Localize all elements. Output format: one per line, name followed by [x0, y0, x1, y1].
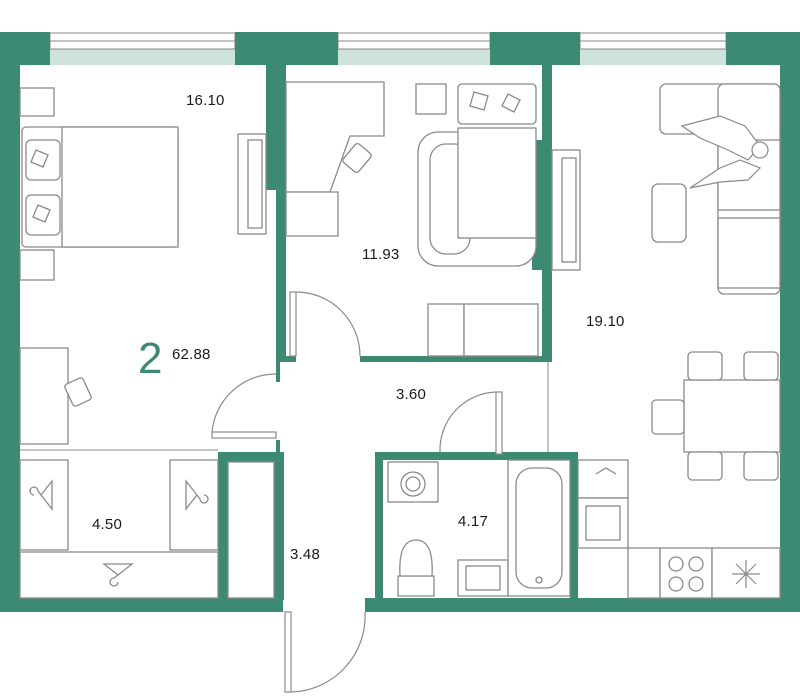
armchair-icon [417, 83, 537, 267]
desk-icon [285, 81, 539, 357]
tv-icon [237, 133, 267, 235]
wardrobe-entry [227, 461, 275, 599]
room-area-living-kitchen: 19.10 [586, 313, 625, 330]
sink-icon [577, 459, 629, 549]
desk-icon [19, 347, 69, 445]
room-area-study: 11.93 [362, 246, 400, 263]
bathtub-icon [507, 459, 571, 597]
stove-icon [627, 547, 713, 599]
room-area-bathroom: 4.17 [458, 513, 488, 530]
sink-icon [457, 559, 509, 597]
total-area: 62.88 [172, 346, 211, 363]
washing-machine-icon [387, 461, 439, 503]
exterior-walls [0, 32, 800, 612]
room-area-wardrobe-left: 4.50 [92, 516, 122, 533]
room-area-hallway: 3.60 [396, 386, 426, 403]
interior-walls [218, 60, 578, 600]
dining-table-icon [651, 351, 781, 481]
sofa-icon [651, 83, 781, 295]
window-icon [49, 32, 727, 50]
rooms-count: 2 [138, 334, 163, 383]
tv-icon [551, 149, 581, 271]
bed-icon [19, 87, 179, 281]
room-area-bedroom: 16.10 [186, 92, 225, 109]
person-icon [680, 115, 769, 189]
toilet-icon [397, 539, 435, 597]
door-icon [211, 291, 503, 693]
room-area-wardrobe-entry: 3.48 [290, 546, 320, 563]
fridge-icon [711, 547, 781, 599]
